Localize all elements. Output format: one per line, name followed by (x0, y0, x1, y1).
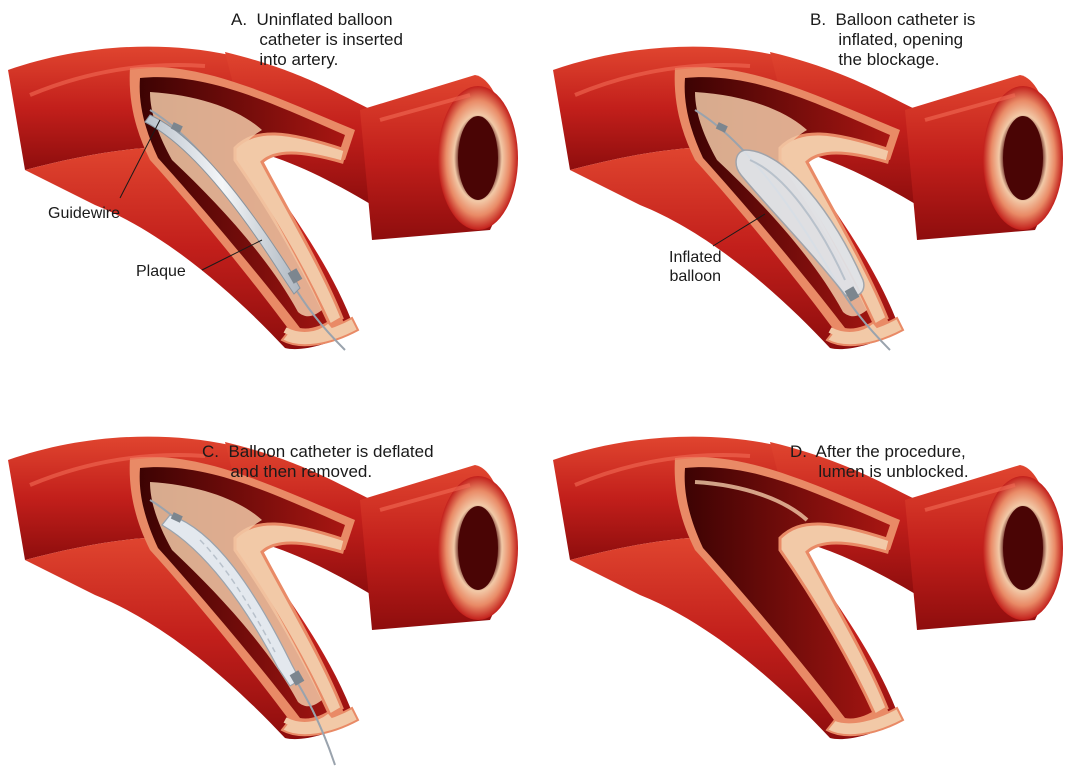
caption-b: B. Balloon catheter is inflated, opening… (810, 10, 975, 70)
panel-d: D. After the procedure, lumen is unblock… (545, 390, 1089, 780)
panel-a: A. Uninflated balloon catheter is insert… (0, 0, 544, 390)
panel-b: B. Balloon catheter is inflated, opening… (545, 0, 1089, 390)
caption-d: D. After the procedure, lumen is unblock… (790, 442, 969, 482)
inflated-balloon-label: Inflated balloon (669, 248, 721, 286)
guidewire-label: Guidewire (48, 204, 120, 223)
caption-a: A. Uninflated balloon catheter is insert… (231, 10, 403, 70)
plaque-label: Plaque (136, 262, 186, 281)
panel-c: C. Balloon catheter is deflated and then… (0, 390, 544, 780)
caption-c: C. Balloon catheter is deflated and then… (202, 442, 434, 482)
